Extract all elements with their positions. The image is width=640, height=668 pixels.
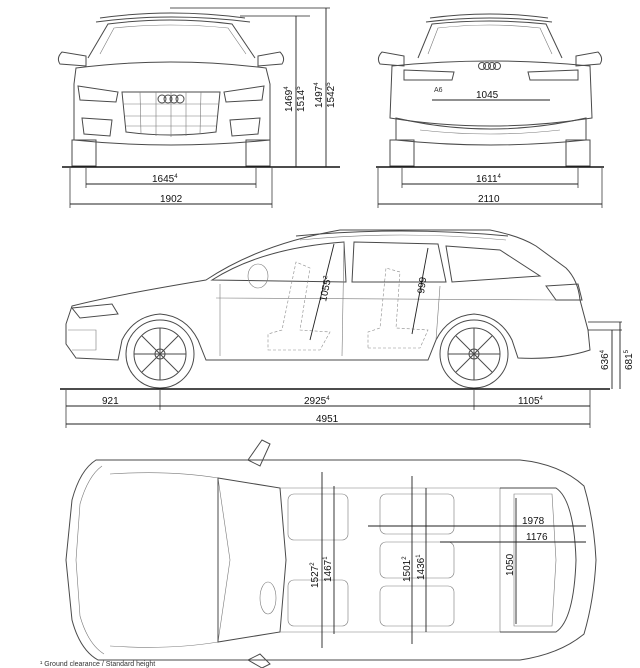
headroom-rear-label: 999	[416, 276, 429, 294]
mirror-right	[257, 51, 285, 67]
cargo-length-2-label: 1176	[526, 532, 548, 543]
height-label-1: 14694	[284, 86, 295, 112]
rear-elbow-label: 14361	[416, 554, 427, 580]
mirror-left	[57, 51, 87, 67]
front-shoulder-label: 15272	[310, 562, 321, 588]
quarter-window	[445, 245, 542, 283]
brand-rings-rear	[478, 62, 501, 70]
front-width-label: 1902	[160, 194, 183, 205]
rear-wheel	[439, 319, 509, 389]
rear-shoulder-label: 15012	[402, 556, 413, 582]
rear-height-label-1: 6364	[600, 349, 611, 370]
mirror-top-right	[246, 653, 271, 668]
mirror-top-left	[247, 439, 271, 467]
length-label: 4951	[316, 414, 339, 425]
footnote: ¹ Ground clearance / Standard height	[40, 661, 155, 668]
rear-window	[351, 241, 447, 283]
mirror-width-label: 2110	[478, 194, 500, 205]
model-badge: A6	[434, 87, 443, 94]
front-overhang-label: 921	[102, 396, 119, 407]
wheelbase-label: 29254	[304, 396, 330, 407]
height-label-2: 15145	[296, 86, 307, 112]
seats-top	[287, 493, 455, 627]
rear-overhang-label: 11054	[518, 396, 544, 407]
headroom-front-label: 10552	[318, 275, 334, 303]
load-width-label: 1045	[476, 90, 499, 101]
side-view	[60, 229, 622, 428]
rear-track-label: 16114	[476, 174, 502, 185]
rear-view: A6	[376, 13, 604, 208]
height-label-4: 15425	[326, 82, 337, 108]
mirror-right-rear	[575, 51, 603, 67]
front-track-label: 16454	[152, 174, 178, 185]
rear-height-label-2: 6815	[624, 349, 635, 370]
mirror-left-rear	[377, 51, 405, 67]
cargo-length-1-label: 1978	[522, 516, 545, 527]
grille	[121, 91, 221, 136]
top-view	[65, 439, 597, 668]
front-elbow-label: 14671	[323, 556, 334, 582]
front-wheel	[125, 319, 195, 389]
height-label-3: 14974	[314, 82, 325, 108]
front-view	[57, 7, 340, 208]
cargo-width-label: 1050	[505, 553, 516, 576]
brand-rings-front	[157, 94, 185, 104]
